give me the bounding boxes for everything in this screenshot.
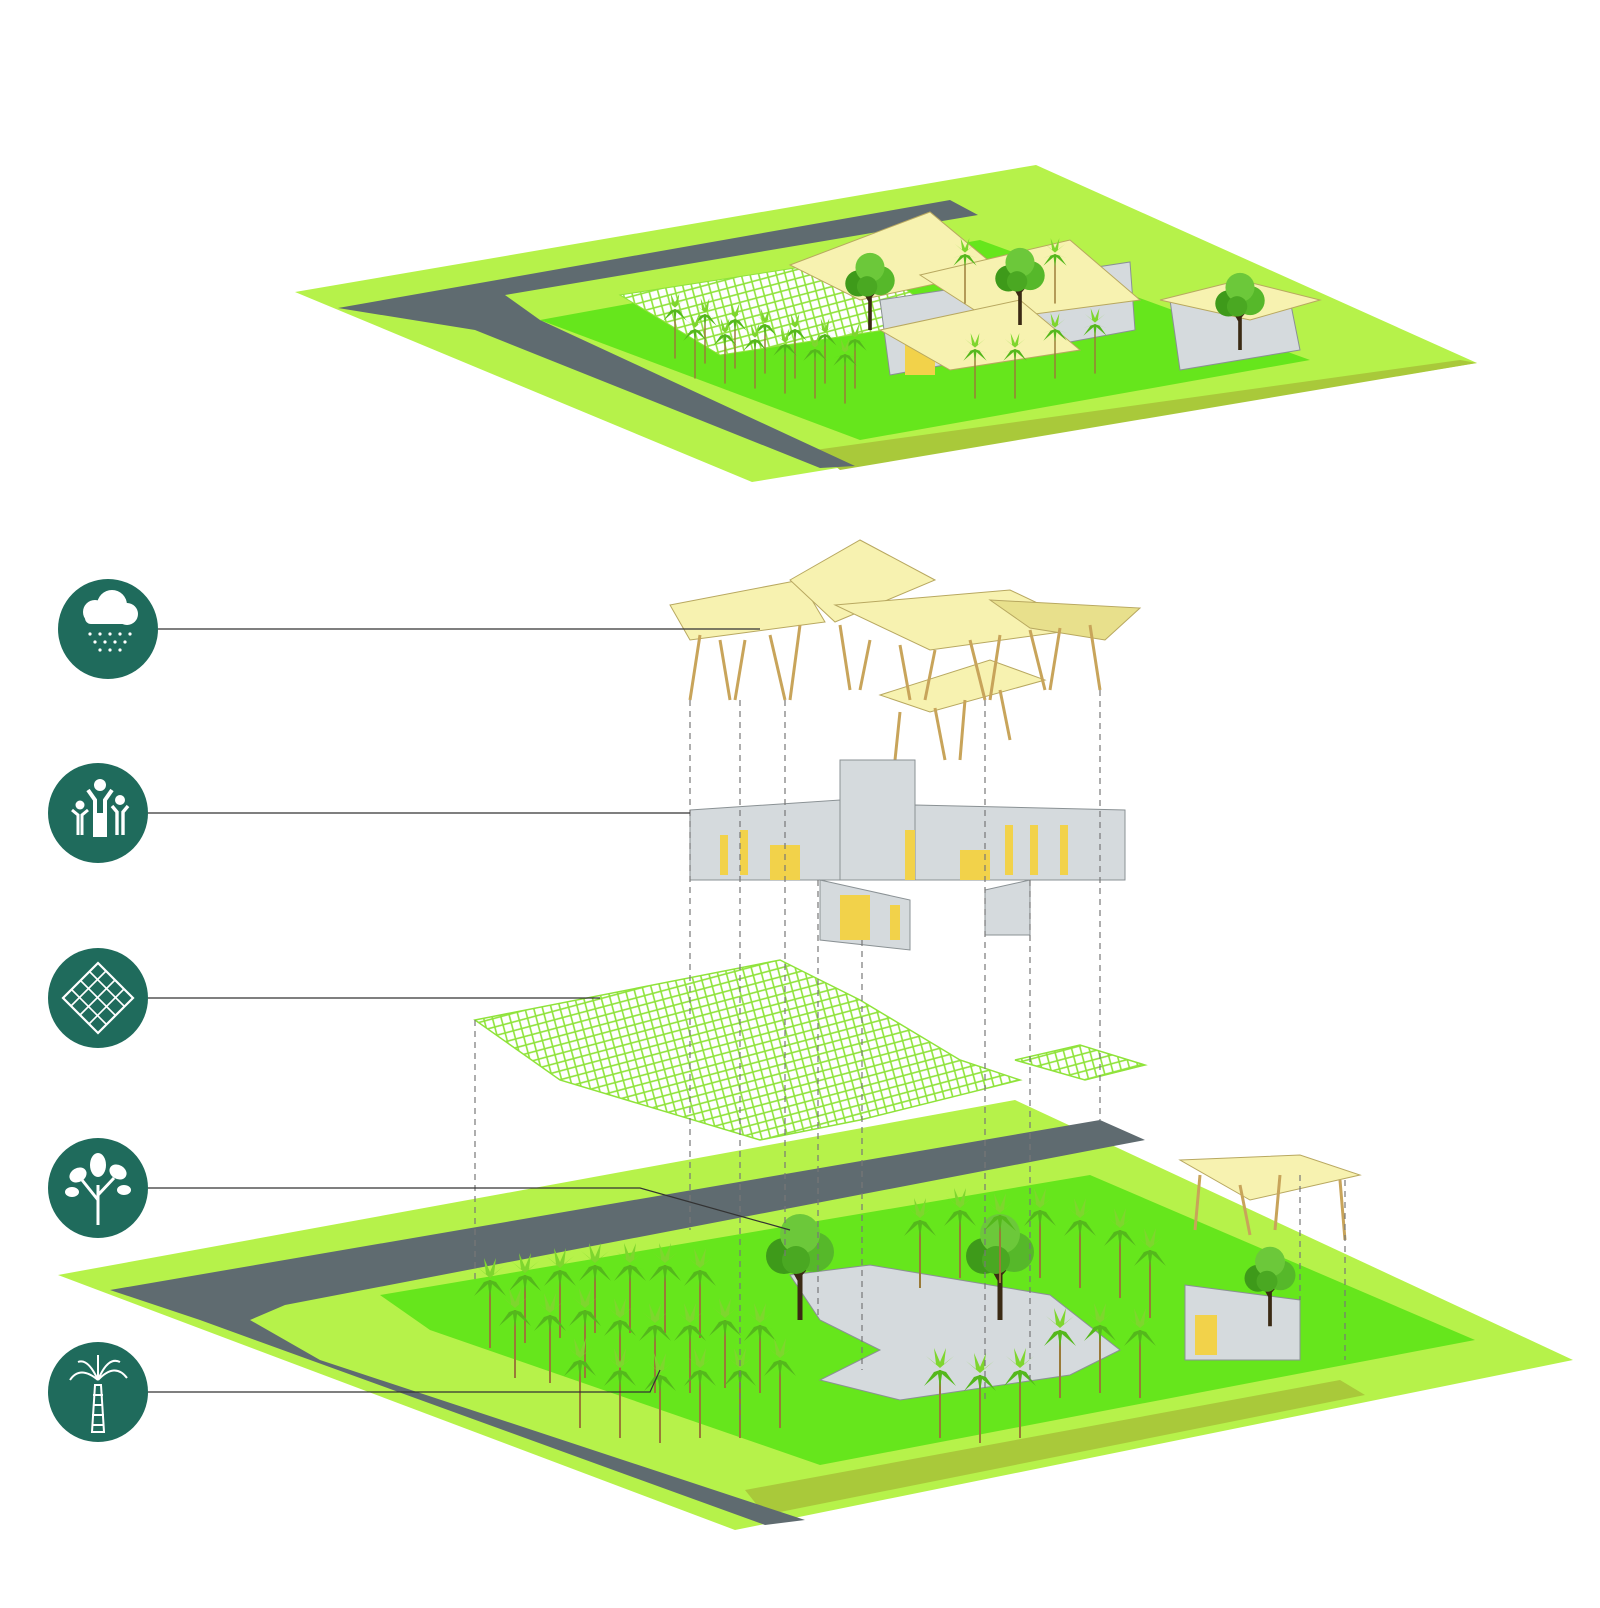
legend-leaders (148, 628, 791, 1393)
shrub-icon (65, 1153, 131, 1225)
roof-bamboo-columns (688, 624, 1102, 761)
roof-canopy-left (669, 579, 826, 641)
top-road (338, 200, 978, 468)
walls-screen (984, 879, 1031, 936)
top-site-olive-strip (815, 360, 1477, 470)
legend-badge-shrub (48, 1138, 148, 1238)
base-annex-canopy (1178, 1154, 1362, 1201)
top-roof-front (878, 299, 1082, 371)
layer-building-walls (689, 759, 1126, 951)
legend-badge-rain (58, 579, 158, 679)
base-annex-window (1195, 1315, 1217, 1355)
roof-canopy-front (878, 659, 1047, 713)
layer-bamboo-roof (669, 539, 1142, 761)
layer-ground-mesh (473, 959, 1148, 1141)
layer-site-assembled (295, 165, 1477, 482)
base-olive-strip (745, 1380, 1365, 1515)
leader-shrub (148, 1187, 791, 1231)
projection-lines (474, 690, 1346, 1420)
walls-left-block (689, 799, 841, 881)
mesh-main (473, 959, 1023, 1141)
legend-badge-mesh (48, 948, 148, 1048)
mesh-net-icon (61, 961, 135, 1035)
roof-canopy-peak (789, 539, 937, 623)
leader-palm (148, 1369, 661, 1393)
walls-windows (720, 825, 1068, 940)
walls-right-block (914, 804, 1126, 881)
legend-badge-palm (48, 1342, 148, 1442)
layer-site-landscape (58, 1100, 1573, 1530)
walls-center-tower (839, 759, 916, 881)
family-icon (71, 779, 130, 837)
rain-cloud-icon (83, 590, 138, 652)
base-annex-columns (1193, 1174, 1347, 1241)
roof-canopy-right (988, 599, 1142, 641)
mesh-side (1014, 1044, 1148, 1081)
palm-tree-icon (69, 1355, 128, 1433)
legend-badge-people (48, 763, 148, 863)
